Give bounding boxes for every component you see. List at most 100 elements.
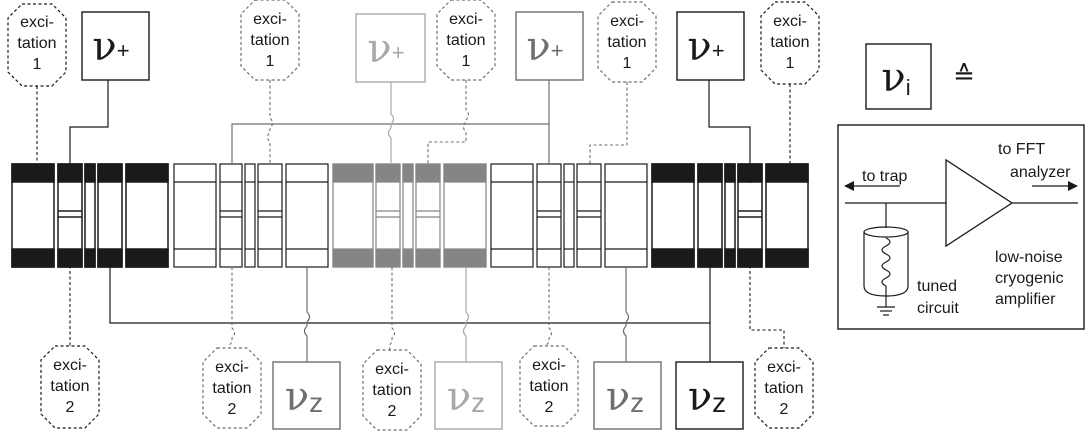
- excitation-2-label-line3: 2: [388, 403, 397, 420]
- excitation-1-label-line1: exci-: [610, 13, 644, 30]
- to-trap-label: to trap: [862, 168, 907, 185]
- nu-symbol: ν: [526, 24, 550, 70]
- trap-4-correction-left: [536, 163, 562, 268]
- nu-z-wires: [109, 267, 711, 362]
- trap-1: [11, 163, 169, 268]
- excitation-1-label-line2: tation: [607, 34, 646, 51]
- excitation-1-label-line2: tation: [250, 32, 289, 49]
- nu-symbol: ν: [92, 24, 116, 70]
- excitation-1-label-line3: 1: [786, 55, 795, 72]
- excitation-1-label-line3: 1: [623, 55, 632, 72]
- wire-exc2-trap2: [228, 267, 236, 354]
- nu-plus-subscript: +: [712, 38, 725, 63]
- nu-z-box-trap4: νz: [593, 361, 662, 430]
- excitation-2-label-line1: exci-: [532, 357, 566, 374]
- excitation-1-box-trap1: exci- tation 1: [7, 3, 67, 87]
- amplifier-label-line3: amplifier: [995, 291, 1056, 308]
- trap-5-ring: [724, 163, 736, 268]
- excitation-2-label-line1: exci-: [53, 357, 87, 374]
- trap-3-endcap-right: [443, 163, 487, 268]
- excitation-1-box-trap3: exci- tation 1: [436, 0, 496, 81]
- nu-symbol: ν: [285, 374, 309, 420]
- tuned-circuit-label-line1: tuned: [917, 278, 957, 295]
- wire-nu-plus-trap5: [708, 80, 751, 183]
- svg-text:νz: νz: [447, 374, 485, 420]
- svg-text:νz: νz: [606, 374, 644, 420]
- tuned-circuit-label-line2: circuit: [917, 300, 959, 317]
- trap-3-correction-left: [375, 163, 401, 268]
- svg-text:ν+: ν+: [526, 24, 563, 70]
- legend: νi ≙ to trap to FFT analyzer l: [837, 43, 1085, 330]
- wire-nu-z-trap4: [622, 267, 630, 362]
- wire-exc2-trap3: [388, 267, 396, 354]
- trap-1-ring: [84, 163, 96, 268]
- nu-plus-subscript: +: [117, 38, 130, 63]
- excitation-2-box-trap4: exci- tation 2: [519, 345, 579, 427]
- wire-nu-z-trap3: [462, 267, 470, 362]
- excitation-1-label-line1: exci-: [20, 14, 54, 31]
- nu-plus-box-trap5: ν+: [676, 11, 745, 81]
- svg-text:ν+: ν+: [92, 24, 129, 70]
- nu-z-subscript: z: [630, 387, 644, 418]
- trap-5-endcap-left: [651, 163, 695, 268]
- trap-2-endcap-left: [173, 163, 217, 268]
- trap-2-ring: [244, 163, 256, 268]
- excitation-1-box-trap4: exci- tation 1: [597, 1, 657, 83]
- excitation-1-label-line1: exci-: [449, 11, 483, 28]
- trap-4-ring: [563, 163, 575, 268]
- arrow-right-icon: [1032, 181, 1078, 191]
- excitation-2-label-line2: tation: [50, 378, 89, 395]
- nu-z-box-trap3: νz: [434, 361, 503, 430]
- tuned-circuit-icon: [863, 203, 909, 316]
- excitation-1-box-trap2: exci- tation 1: [240, 0, 300, 81]
- trap-4: [490, 163, 648, 268]
- excitation-2-label-line2: tation: [212, 380, 251, 397]
- wire-nu-z-trap2: [303, 267, 311, 362]
- to-fft-label-line1: to FFT: [998, 141, 1045, 158]
- excitation-1-label-line3: 1: [266, 53, 275, 70]
- equivalence-symbol: ≙: [953, 60, 975, 90]
- nu-z-subscript: z: [471, 387, 485, 418]
- nu-symbol: ν: [687, 24, 711, 70]
- excitation-1-label-line3: 1: [33, 56, 42, 73]
- trap-3-ring: [402, 163, 414, 268]
- nu-z-box-trap5: νz: [675, 361, 744, 430]
- nu-plus-box-trap1: ν+: [81, 11, 150, 81]
- nu-z-subscript: z: [712, 387, 726, 418]
- arrow-left-icon: [844, 181, 900, 191]
- svg-text:νz: νz: [285, 374, 323, 420]
- excitation-2-label-line2: tation: [372, 382, 411, 399]
- wire-exc1-trap2: [266, 80, 274, 164]
- excitation-2-label-line2: tation: [764, 380, 803, 397]
- excitation-2-label-line3: 2: [780, 401, 789, 418]
- excitation-2-box-trap5: exci- tation 2: [754, 347, 814, 429]
- trap-3-endcap-left: [332, 163, 374, 268]
- svg-text:νi: νi: [881, 55, 910, 101]
- detection-circuit-box: to trap to FFT analyzer low-noise cryoge…: [837, 124, 1085, 330]
- wire-exc1-trap4: [589, 82, 628, 164]
- nu-i-subscript: i: [906, 75, 911, 100]
- trap-5: [651, 163, 809, 268]
- excitation-2-box-trap3: exci- tation 2: [362, 349, 422, 431]
- trap-1-endcap-right: [125, 163, 169, 268]
- nu-symbol: ν: [688, 374, 712, 420]
- wire-nu-z-common: [109, 267, 711, 324]
- trap-2-correction-right: [257, 163, 283, 268]
- nu-plus-wires: [69, 80, 751, 183]
- svg-text:νz: νz: [688, 374, 726, 420]
- excitation-2-label-line1: exci-: [215, 359, 249, 376]
- nu-plus-box-trap3: ν+: [355, 13, 426, 83]
- excitation-1-label-line2: tation: [446, 32, 485, 49]
- trap-4-correction-right: [576, 163, 602, 268]
- trap-3-correction-right: [415, 163, 441, 268]
- trap-2-correction-left: [219, 163, 243, 268]
- excitation-1-label-line2: tation: [770, 34, 809, 51]
- nu-z-subscript: z: [309, 387, 323, 418]
- wire-exc1-trap3: [427, 80, 470, 164]
- nu-plus-box-trap4: ν+: [515, 11, 584, 81]
- excitation-1-label-line1: exci-: [253, 11, 287, 28]
- trap-4-endcap-left: [490, 163, 534, 268]
- excitation-2-label-line3: 2: [545, 399, 554, 416]
- excitation-2-label-line1: exci-: [767, 359, 801, 376]
